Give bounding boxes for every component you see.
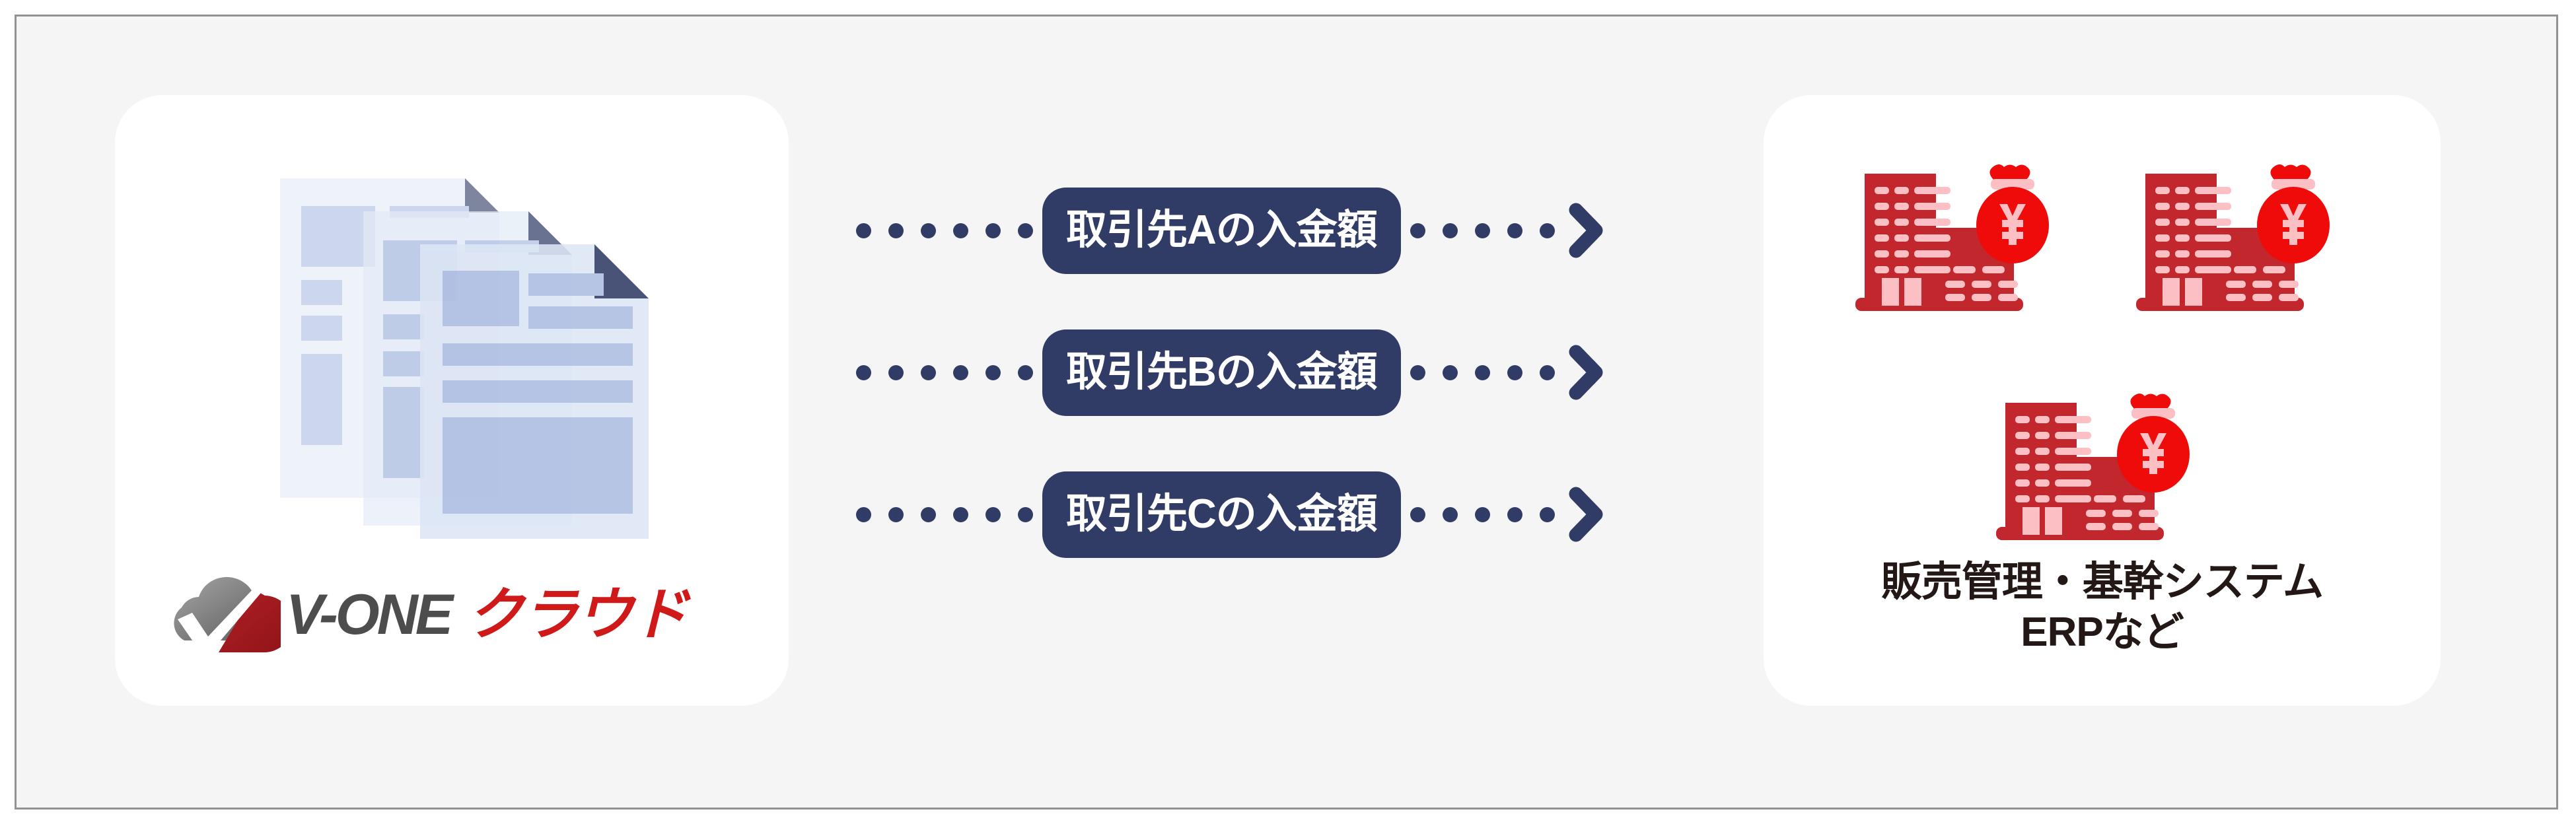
connector-dot bbox=[953, 223, 968, 238]
chevron-right-icon bbox=[1569, 203, 1603, 258]
data-flow-column: 取引先Aの入金額 取引先Bの入金額 bbox=[796, 95, 1764, 706]
connector-dot bbox=[888, 223, 904, 238]
target-system-caption: 販売管理・基幹システム ERPなど bbox=[1764, 557, 2441, 657]
connector-dot bbox=[888, 506, 904, 522]
caption-line-2: ERPなど bbox=[2021, 609, 2184, 655]
flow-row: 取引先Bの入金額 bbox=[796, 329, 1764, 416]
company-building-with-yen-money-bag-icon bbox=[2136, 164, 2330, 311]
v-one-cloud-wordmark: V-ONE クラウド bbox=[286, 583, 693, 646]
connector-dot bbox=[1442, 223, 1458, 238]
money-bag-icon bbox=[2117, 394, 2190, 493]
company-building-with-yen-money-bag-icon bbox=[1855, 164, 2049, 311]
diagram-figure: V-ONE クラウド 取引先Aの入金額 bbox=[15, 15, 2558, 810]
leading-dotted-connector bbox=[856, 223, 1042, 238]
wordmark-kana: クラウド bbox=[467, 583, 691, 646]
wordmark-latin: V-ONE bbox=[286, 583, 455, 646]
flow-label-pill-b[interactable]: 取引先Bの入金額 bbox=[1042, 329, 1401, 416]
connector-dot bbox=[1018, 506, 1033, 522]
leading-dotted-connector bbox=[856, 506, 1042, 522]
connector-dot bbox=[1507, 506, 1522, 522]
connector-dot bbox=[1507, 364, 1522, 380]
connector-dot bbox=[921, 223, 936, 238]
connector-dot bbox=[1018, 223, 1033, 238]
connector-dot bbox=[985, 364, 1001, 380]
connector-dot bbox=[1539, 223, 1555, 238]
company-building-with-yen-money-bag-icon bbox=[1996, 394, 2190, 540]
connector-dot bbox=[856, 364, 871, 380]
flow-label-pill-a[interactable]: 取引先Aの入金額 bbox=[1042, 187, 1401, 274]
connector-dot bbox=[921, 506, 936, 522]
connector-dot bbox=[1410, 364, 1425, 380]
connector-dot bbox=[953, 506, 968, 522]
source-system-card: V-ONE クラウド bbox=[115, 95, 789, 706]
flow-row: 取引先Cの入金額 bbox=[796, 471, 1764, 558]
trailing-dotted-connector bbox=[1410, 506, 1567, 522]
connector-dot bbox=[1539, 506, 1555, 522]
target-system-card: 販売管理・基幹システム ERPなど bbox=[1764, 95, 2441, 706]
connector-dot bbox=[985, 506, 1001, 522]
flow-label-pill-c[interactable]: 取引先Cの入金額 bbox=[1042, 471, 1401, 558]
connector-dot bbox=[953, 364, 968, 380]
trailing-dotted-connector bbox=[1410, 364, 1567, 380]
connector-dot bbox=[1410, 506, 1425, 522]
money-bag-icon bbox=[1976, 164, 2049, 263]
connector-dot bbox=[1442, 364, 1458, 380]
connector-dot bbox=[888, 364, 904, 380]
v-one-cloud-logo: V-ONE クラウド bbox=[115, 557, 789, 673]
connector-dot bbox=[856, 223, 871, 238]
connector-dot bbox=[985, 223, 1001, 238]
leading-dotted-connector bbox=[856, 364, 1042, 380]
connector-dot bbox=[1018, 364, 1033, 380]
connector-dot bbox=[1410, 223, 1425, 238]
caption-line-1: 販売管理・基幹システム bbox=[1880, 559, 2324, 605]
flow-row: 取引先Aの入金額 bbox=[796, 187, 1764, 274]
connector-dot bbox=[1507, 223, 1522, 238]
connector-dot bbox=[1474, 506, 1490, 522]
connector-dot bbox=[1474, 223, 1490, 238]
chevron-right-icon bbox=[1569, 345, 1603, 400]
target-icon-group bbox=[1764, 95, 2441, 706]
v-one-check-cloud-logo-mark bbox=[174, 576, 281, 654]
connector-dot bbox=[1539, 364, 1555, 380]
connector-dot bbox=[856, 506, 871, 522]
connector-dot bbox=[921, 364, 936, 380]
connector-dot bbox=[1474, 364, 1490, 380]
connector-dot bbox=[1442, 506, 1458, 522]
documents-stack-icon bbox=[267, 148, 690, 557]
trailing-dotted-connector bbox=[1410, 223, 1567, 238]
chevron-right-icon bbox=[1569, 487, 1603, 542]
money-bag-icon bbox=[2257, 164, 2330, 263]
